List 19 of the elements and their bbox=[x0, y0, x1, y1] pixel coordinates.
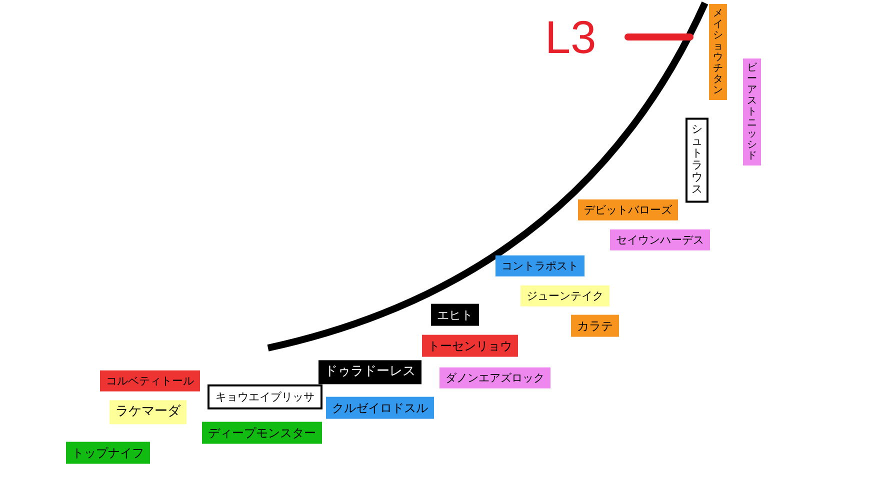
horse-name-box: ビーアストニッシド bbox=[743, 58, 761, 166]
horse-name-box: シュトラウス bbox=[686, 118, 708, 202]
horse-name-box: トップナイフ bbox=[66, 442, 150, 464]
horse-name-box: コルベティトール bbox=[100, 370, 200, 392]
horse-name-box: トーセンリョウ bbox=[422, 334, 518, 358]
horse-name-box: メイショウチタン bbox=[709, 4, 727, 100]
horse-name-box: エヒト bbox=[431, 304, 479, 326]
horse-name-box: ジューンテイク bbox=[520, 285, 610, 307]
horse-name-box: デビットバローズ bbox=[578, 199, 678, 221]
horse-name-box: セイウンハーデス bbox=[610, 229, 710, 251]
horse-name-box: カラテ bbox=[571, 314, 619, 338]
horse-name-box: ダノンエアズロック bbox=[440, 367, 550, 389]
horse-name-box: クルゼイロドスル bbox=[326, 396, 434, 420]
horse-name-box: ドゥラドーレス bbox=[318, 360, 422, 384]
horse-name-box: ディープモンスター bbox=[202, 422, 322, 444]
position-label: L3 bbox=[545, 14, 596, 60]
horse-name-box: コントラポスト bbox=[496, 255, 584, 277]
horse-name-box: ラケマーダ bbox=[110, 400, 186, 424]
horse-name-box: キョウエイブリッサ bbox=[208, 384, 322, 410]
